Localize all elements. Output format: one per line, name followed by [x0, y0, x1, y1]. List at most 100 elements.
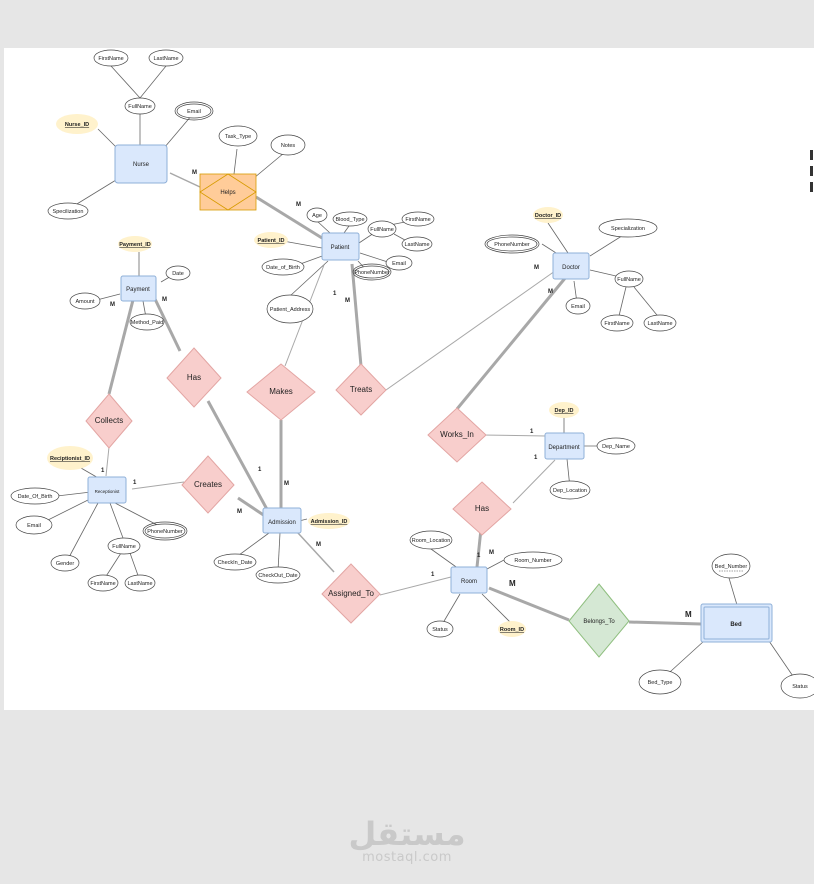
diagram-canvas: Nurse Patient Doctor Payment Receptionis… [4, 48, 814, 710]
attribute-doctor-id[interactable]: Doctor_ID [533, 207, 563, 223]
attribute-dep-id[interactable]: Dep_ID [549, 402, 579, 418]
attribute-label: Status [432, 627, 448, 633]
attribute-checkin-date[interactable]: CheckIn_Date [213, 553, 257, 571]
attribute-doctor-email[interactable]: Email [565, 297, 591, 315]
attribute-receptionist-lastname[interactable]: LastName [124, 574, 156, 592]
entity-room[interactable]: Room [450, 566, 488, 594]
attribute-patient-age[interactable]: Age [306, 207, 328, 223]
relationship-has-payment[interactable]: Has [166, 347, 222, 408]
relationship-label: Belongs_To [583, 619, 615, 625]
cardinality-label: 1 [258, 467, 262, 473]
cardinality-label: M [237, 509, 242, 515]
entity-payment[interactable]: Payment [120, 275, 157, 302]
attribute-label: Dep_ID [555, 408, 574, 414]
attribute-task-type[interactable]: Task_Type [218, 125, 258, 147]
attribute-receptionist-firstname[interactable]: FirstName [87, 574, 119, 592]
attribute-payment-method[interactable]: Method_Paid [129, 313, 165, 331]
attribute-patient-address[interactable]: Patient_Address [266, 294, 314, 324]
attribute-label: Email [392, 261, 406, 267]
relationship-label: Helps [220, 190, 235, 196]
attribute-label: PhoneNumber [147, 529, 183, 535]
attribute-bed-type[interactable]: Bed_Type [638, 669, 682, 695]
entity-nurse[interactable]: Nurse [114, 144, 168, 184]
attribute-notes[interactable]: Notes [270, 134, 306, 156]
attribute-room-id[interactable]: Room_ID [498, 621, 526, 637]
attribute-patient-email[interactable]: Email [385, 255, 413, 271]
relationship-creates[interactable]: Creates [181, 455, 235, 514]
relationships: Helps Has Makes Treats Collects Creates … [85, 173, 630, 658]
entity-receptionist[interactable]: Receptionist [87, 476, 127, 504]
relationship-label: Assigned_To [328, 589, 374, 598]
attribute-doctor-fullname[interactable]: FullName [614, 270, 644, 288]
attribute-label: FullName [128, 104, 152, 110]
attributes: FirstName LastName FullName Email Nurse_… [10, 49, 814, 699]
attribute-label: FirstName [604, 321, 629, 327]
attribute-doctor-specialization[interactable]: Specialization [598, 218, 658, 238]
attribute-patient-id[interactable]: Patient_ID [254, 232, 288, 248]
attribute-receptionist-phone[interactable]: PhoneNumber [142, 521, 188, 541]
attribute-room-number[interactable]: Room_Number [503, 551, 563, 569]
relationship-helps[interactable]: Helps [199, 173, 257, 211]
attribute-receptionist-dob[interactable]: Date_Of_Birth [10, 487, 60, 505]
entity-admission[interactable]: Admission [262, 507, 302, 534]
attribute-label: Room_ID [500, 627, 524, 633]
attribute-patient-dob[interactable]: Date_of_Birth [261, 258, 305, 276]
attribute-label: CheckIn_Date [218, 560, 253, 566]
attribute-doctor-firstname[interactable]: FirstName [600, 314, 634, 332]
attribute-checkout-date[interactable]: CheckOut_Date [255, 566, 301, 584]
attribute-receptionist-fullname[interactable]: FullName [107, 537, 141, 555]
attribute-room-location[interactable]: Room_Location [409, 530, 453, 550]
attribute-doctor-lastname[interactable]: LastName [643, 314, 677, 332]
cardinality-label: M [345, 298, 350, 304]
attribute-nurse-firstname[interactable]: FirstName [93, 49, 129, 67]
attribute-nurse-lastname[interactable]: LastName [148, 49, 184, 67]
relationship-label: Treats [350, 385, 372, 394]
attribute-patient-phone[interactable]: PhoneNumber [352, 263, 392, 281]
relationship-assigned-to[interactable]: Assigned_To [321, 563, 381, 624]
relationship-treats[interactable]: Treats [335, 363, 387, 416]
watermark-latin: mostaql.com [362, 850, 452, 865]
attribute-admission-id[interactable]: Admission_ID [308, 513, 350, 529]
attribute-patient-fullname[interactable]: FullName [367, 220, 397, 238]
attribute-nurse-id[interactable]: Nurse_ID [56, 114, 98, 134]
attribute-doctor-phone[interactable]: PhoneNumber [484, 234, 540, 254]
relationship-lines [105, 172, 702, 626]
attribute-receptionist-id[interactable]: Reciptionist_ID [47, 446, 93, 470]
attribute-nurse-specilization[interactable]: Specilization [47, 202, 89, 220]
relationship-makes[interactable]: Makes [246, 363, 316, 421]
relationship-collects[interactable]: Collects [85, 393, 133, 449]
attribute-label: Reciptionist_ID [50, 456, 90, 462]
attribute-patient-lastname[interactable]: LastName [401, 236, 433, 252]
attribute-payment-amount[interactable]: Amount [69, 292, 101, 310]
entity-doctor[interactable]: Doctor [552, 252, 590, 280]
entity-label: Bed [730, 622, 742, 628]
attribute-bed-number[interactable]: Bed_Number [711, 553, 751, 579]
attribute-dep-location[interactable]: Dep_Location [549, 480, 591, 500]
attribute-nurse-fullname[interactable]: FullName [124, 97, 156, 115]
attribute-receptionist-email[interactable]: Email [15, 515, 53, 535]
entity-bed[interactable]: Bed [700, 603, 773, 643]
relationship-label: Has [475, 504, 489, 513]
entity-label: Department [548, 445, 580, 451]
attribute-label: Date [172, 271, 184, 277]
attribute-nurse-email[interactable]: Email [174, 101, 214, 121]
relationship-belongs-to[interactable]: Belongs_To [568, 583, 630, 658]
attribute-receptionist-gender[interactable]: Gender [50, 554, 80, 572]
entity-patient[interactable]: Patient [321, 232, 360, 261]
attribute-patient-firstname[interactable]: FirstName [401, 211, 435, 227]
attribute-patient-blood-type[interactable]: Blood_Type [332, 211, 368, 227]
attribute-bed-status[interactable]: Status [780, 673, 814, 699]
attribute-payment-id[interactable]: Payment_ID [118, 236, 152, 252]
attribute-dep-name[interactable]: Dep_Name [596, 437, 636, 455]
relationship-works-in[interactable]: Works_In [427, 407, 487, 463]
relationship-has-department[interactable]: Has [452, 481, 512, 536]
attribute-label: Doctor_ID [535, 213, 561, 219]
attribute-payment-date[interactable]: Date [165, 265, 191, 281]
cardinality-label: M [316, 542, 321, 548]
attribute-room-status[interactable]: Status [426, 620, 454, 638]
attribute-label: FullName [112, 544, 136, 550]
attribute-label: Specilization [53, 209, 84, 215]
attribute-label: Payment_ID [119, 242, 151, 248]
entity-department[interactable]: Department [544, 432, 585, 460]
cardinality-label: M [110, 302, 115, 308]
